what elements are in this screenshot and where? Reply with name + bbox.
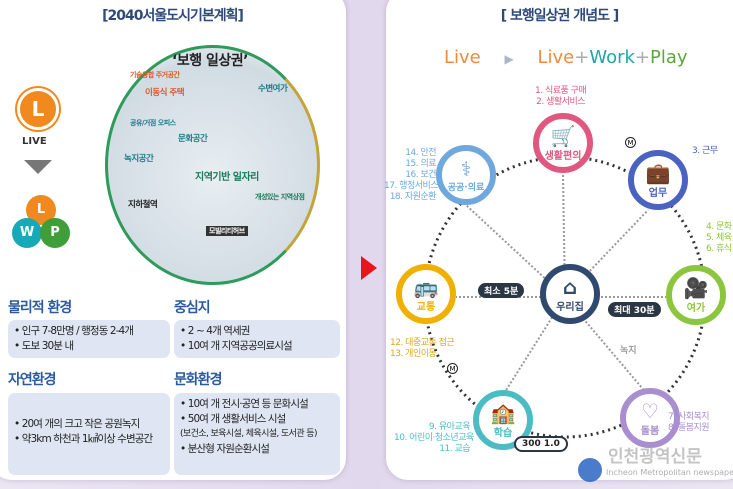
stethoscope-icon: ⚕ xyxy=(460,156,472,181)
lwp-p: P xyxy=(40,218,70,248)
live-label: LIVE xyxy=(22,136,47,147)
node-learning: 🏫학습 xyxy=(473,390,533,450)
section-center: 중심지 • 2 ~ 4개 역세권• 10여 개 지역공공의료시설 xyxy=(174,300,340,358)
distance-pill: 300 1.0 xyxy=(514,436,568,452)
map-label: 녹지공간 xyxy=(124,154,154,164)
green-label: 녹지 xyxy=(620,346,637,356)
map-label: 문화공간 xyxy=(178,134,208,144)
node-work: 💼업무 xyxy=(628,150,688,210)
node-care: ♡돌봄 xyxy=(620,388,680,448)
school-icon: 🏫 xyxy=(490,400,516,425)
live-badge: L xyxy=(17,88,59,130)
bus-icon: 🚌 xyxy=(413,274,439,299)
section-culture: 문화환경 • 10여 개 전시·공연 등 문화시설• 50여 개 생활서비스 시… xyxy=(174,372,340,475)
node-public-medical: ⚕공공·의료 xyxy=(436,145,496,205)
leisure-items: 4. 문화 5. 체육 6. 휴식 xyxy=(706,222,732,254)
next-arrow-icon xyxy=(361,256,377,280)
public-medical-items: 14. 안전 15. 의료 16. 보건 17. 행정서비스 18. 자원순환 xyxy=(384,148,439,202)
left-title: [2040서울도시기본계획] xyxy=(102,8,244,24)
map-label: 기술융합 주거공간 xyxy=(130,71,180,79)
map-label: 지역기반 일자리 xyxy=(195,172,259,183)
min-time-pill: 최소 5분 xyxy=(478,283,525,298)
learning-items: 9. 유아교육 10. 어린이·청소년교육 11. 교습 xyxy=(394,422,474,454)
headline: Live ▶ Live+Work+Play xyxy=(444,47,688,68)
map-label: 모빌리티허브 xyxy=(206,226,248,236)
map-label: 지하철역 xyxy=(128,200,158,210)
map-label: 개성있는 지역상점 xyxy=(255,193,305,201)
lwp-w: W xyxy=(12,218,42,248)
house-icon: ⌂ xyxy=(562,274,578,299)
convenience-items: 1. 식료품 구매 2. 생활서비스 xyxy=(535,86,587,107)
watermark-subtext: Incheon Metropolitan newspaper xyxy=(606,468,733,477)
section-physical: 물리적 환경 • 인구 7-8만명 / 행정동 2-4개• 도보 30분 내 xyxy=(8,300,170,358)
work-items: 3. 근무 xyxy=(692,146,718,156)
briefcase-icon: 💼 xyxy=(645,160,671,185)
right-title: [ 보행일상권 개념도 ] xyxy=(500,8,619,24)
cart-icon: 🛒 xyxy=(550,123,576,148)
transport-items: 12. 대중교통 접근 13. 개인이동 xyxy=(390,338,455,359)
care-items: 7. 사회복지 8. 돌봄지원 xyxy=(668,412,710,433)
map-label: 공유/거점 오피스 xyxy=(130,119,176,127)
watermark-logo xyxy=(578,458,602,482)
map-title: ‘보행 일상권’ xyxy=(172,53,248,69)
metro-icon: M xyxy=(447,363,458,374)
watermark-text: 인천광역신문 xyxy=(608,447,702,467)
max-time-pill: 최대 30분 xyxy=(608,302,661,317)
map-label: 이동식 주택 xyxy=(145,88,185,98)
map-label: 수변여가 xyxy=(258,84,288,94)
camera-icon: 🎥 xyxy=(683,275,709,300)
walking-zone-map xyxy=(105,45,320,285)
node-leisure: 🎥여가 xyxy=(666,265,726,325)
heart-hand-icon: ♡ xyxy=(641,398,659,423)
metro-icon: M xyxy=(625,137,636,148)
node-transport: 🚌교통 xyxy=(396,264,456,324)
right-panel xyxy=(386,0,733,480)
section-nature: 자연환경 • 20여 개의 크고 작은 공원녹지• 약3km 하천과 1㎢이상 … xyxy=(8,372,170,475)
node-home: ⌂우리집 xyxy=(540,264,600,324)
node-convenience: 🛒생활편의 xyxy=(533,113,593,173)
down-arrow-icon xyxy=(24,160,52,174)
